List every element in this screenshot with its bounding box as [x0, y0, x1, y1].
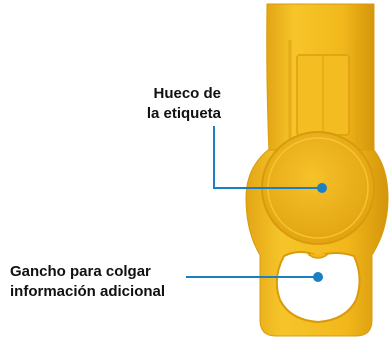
callout-hang-hook-line-1: Gancho para colgar: [10, 263, 151, 280]
hook-lip: [307, 253, 329, 259]
callout-label-recess-line-1: Hueco de: [153, 85, 221, 102]
callout-label-recess-line-2: la etiqueta: [146, 105, 221, 122]
marker-dot-1: [317, 183, 327, 193]
leader-line-1: [213, 126, 322, 189]
callout-label-recess: Hueco de la etiqueta: [147, 84, 221, 124]
callout-hang-hook: Gancho para colgar información adicional: [10, 262, 165, 302]
callout-hang-hook-line-2: información adicional: [10, 283, 166, 300]
marker-dot-2: [313, 272, 323, 282]
hook-hole: [275, 251, 361, 324]
